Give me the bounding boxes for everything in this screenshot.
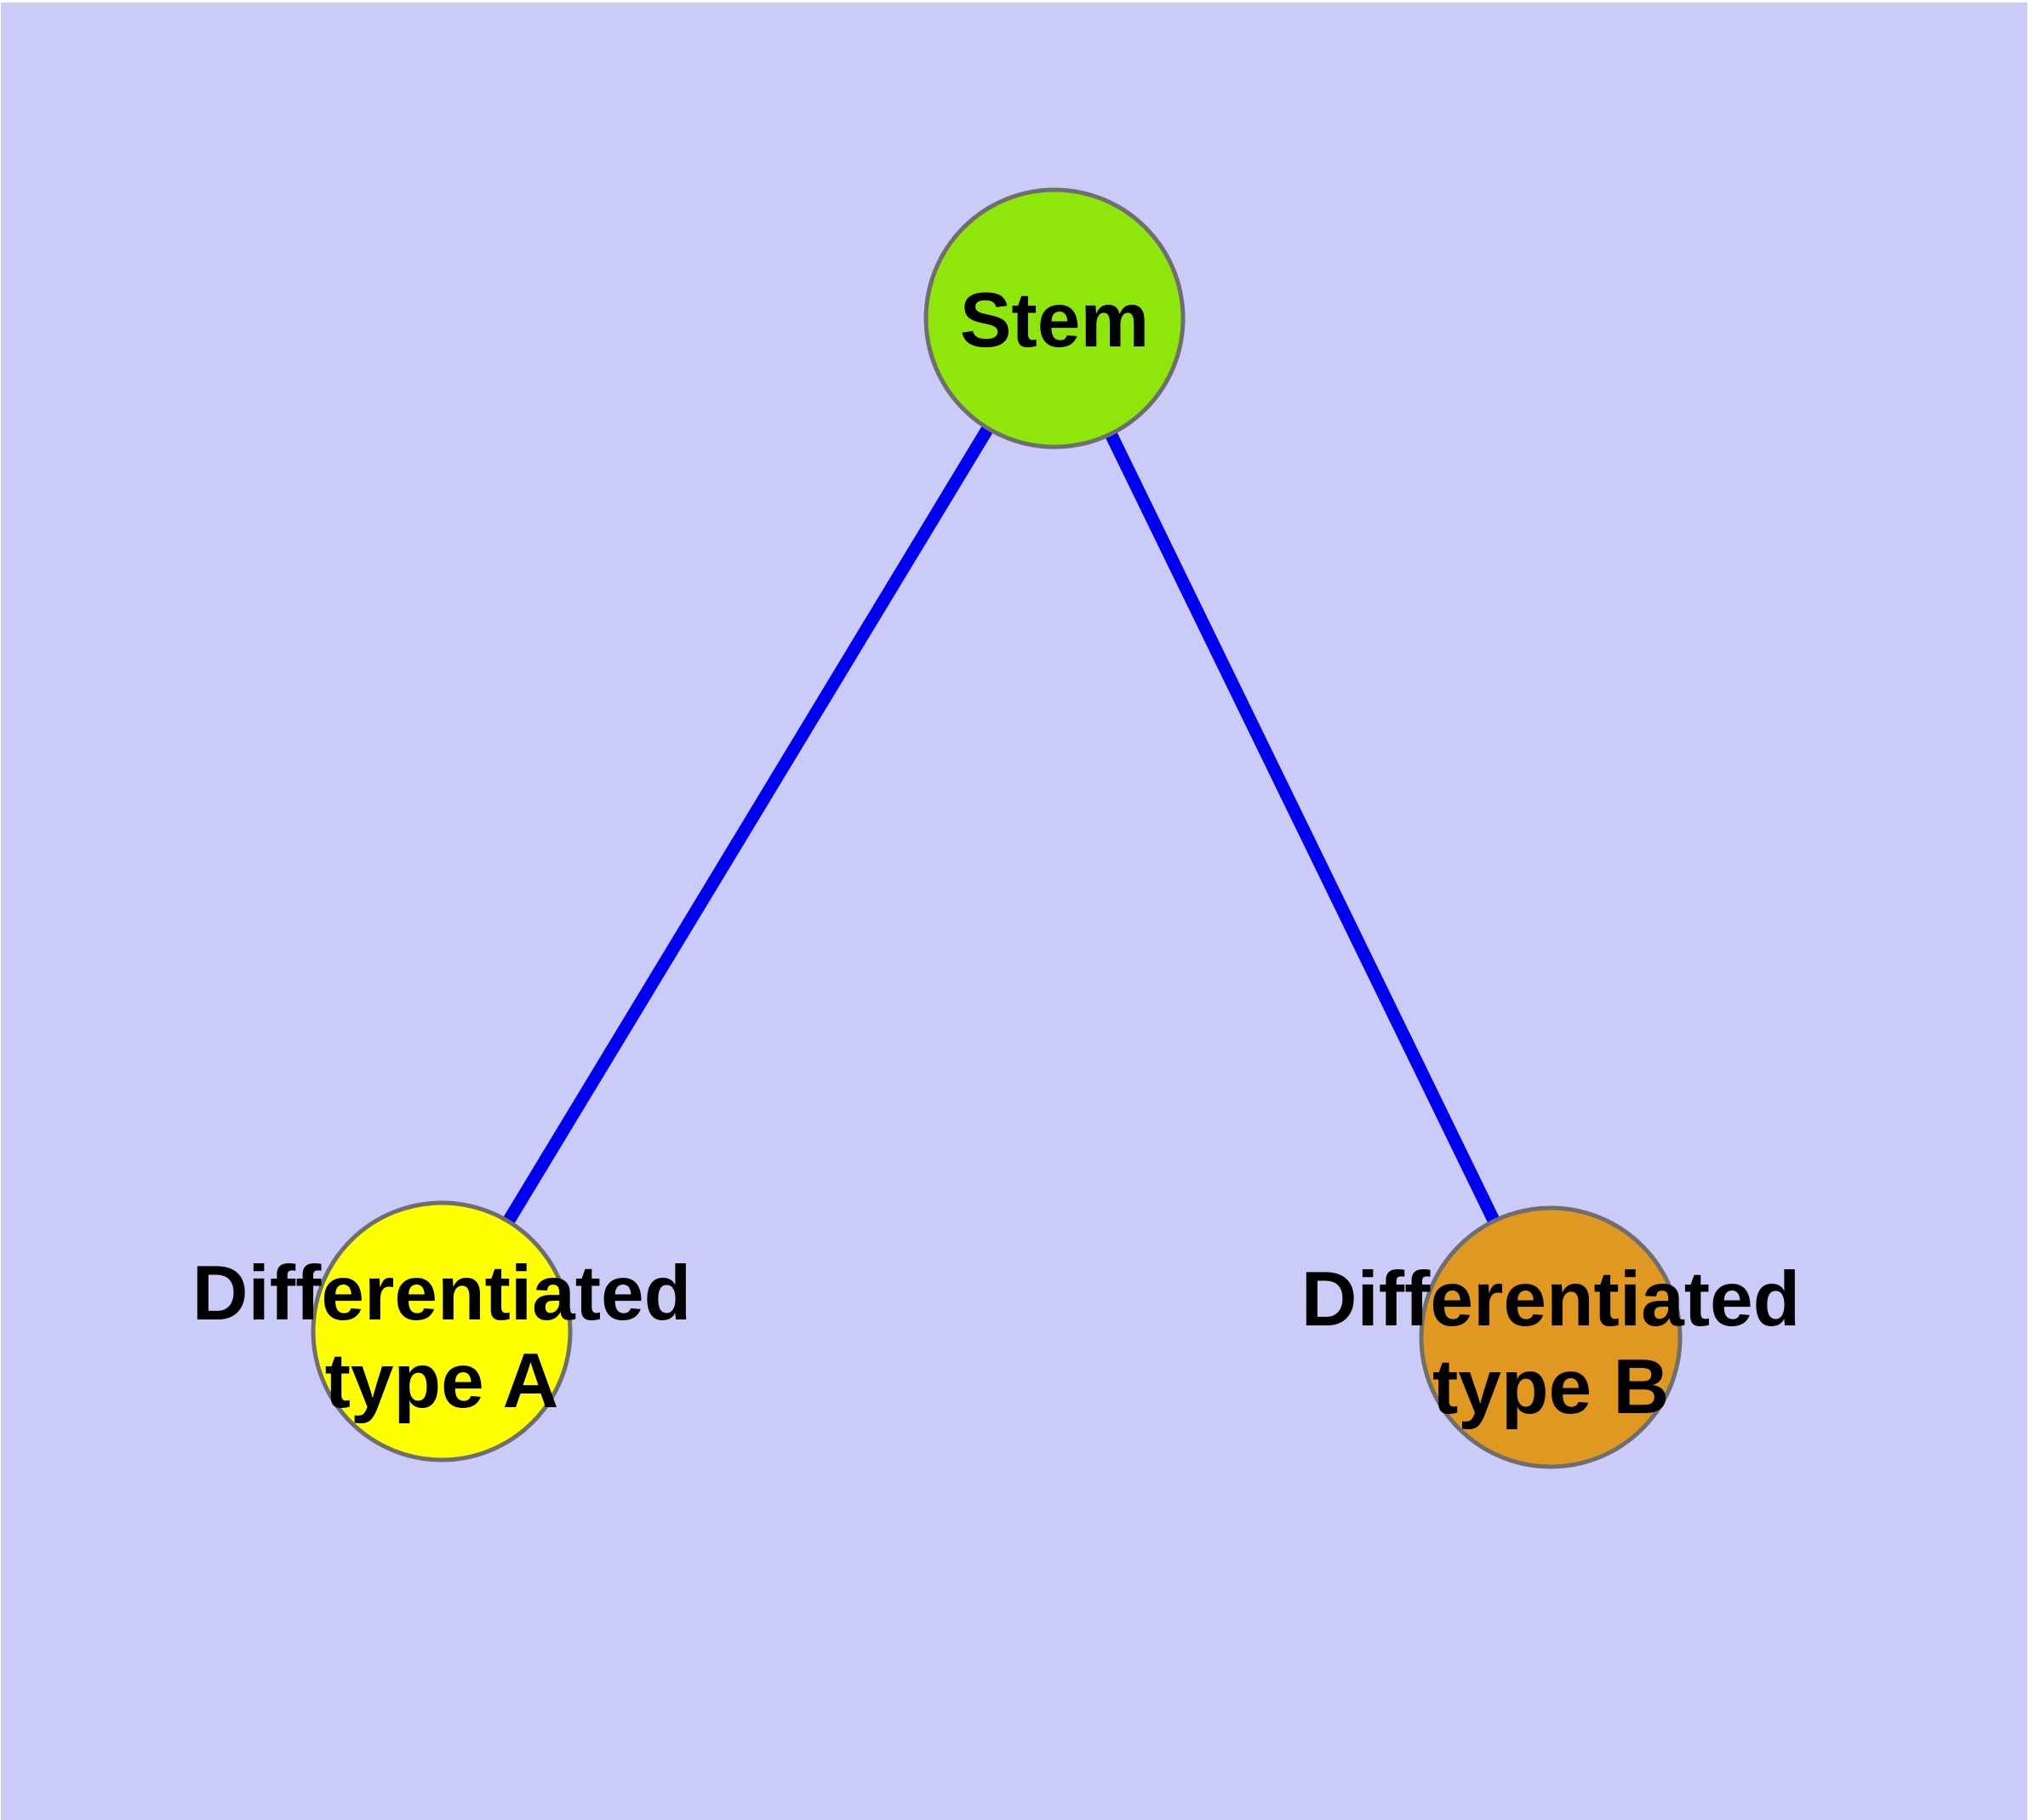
node-label-type-b-line2: type B [1432, 1344, 1669, 1430]
node-label-stem: Stem [960, 278, 1150, 363]
edge-stem-to-type-a [436, 315, 1060, 1335]
node-stem [923, 187, 1186, 449]
node-label-type-b-line1: Differentiated [1301, 1256, 1801, 1342]
node-type-a [311, 1200, 573, 1462]
edge-stem-to-type-b [1049, 315, 1557, 1341]
node-type-b [1419, 1205, 1683, 1469]
node-label-type-a-line1: Differentiated [192, 1251, 692, 1336]
node-label-type-a-line2: type A [325, 1338, 559, 1424]
